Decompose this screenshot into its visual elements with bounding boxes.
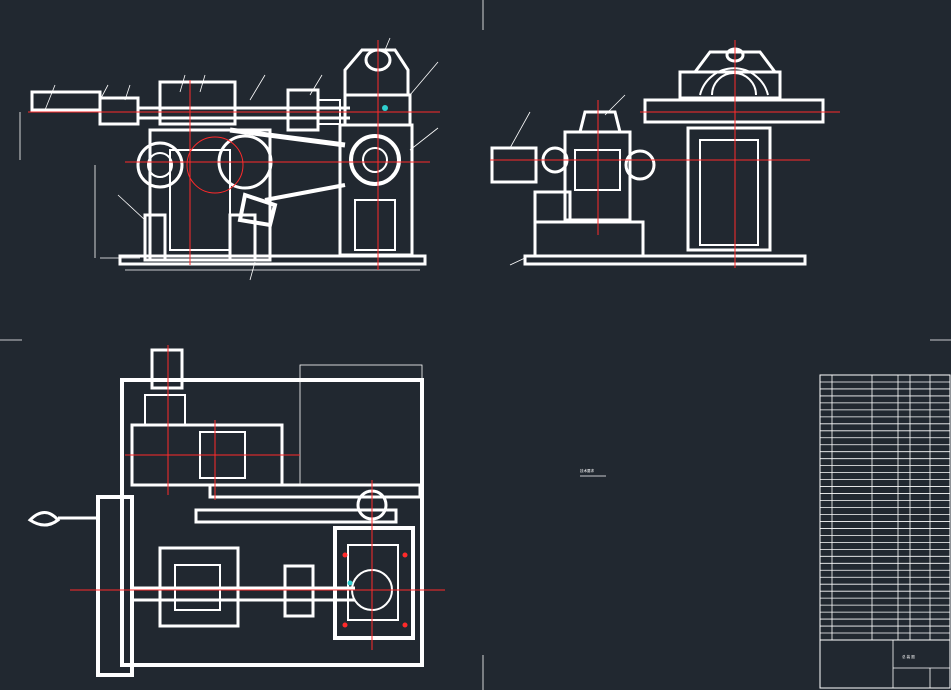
plan-view [27,345,445,677]
bom-table [819,374,951,641]
technical-note: 技术要求 [580,468,606,477]
front-view [19,37,440,281]
side-view [490,40,840,268]
title-block: 总 装 图 [819,639,951,689]
note-text: 技术要求 [580,468,594,473]
title-block-title: 总 装 图 [902,654,915,659]
